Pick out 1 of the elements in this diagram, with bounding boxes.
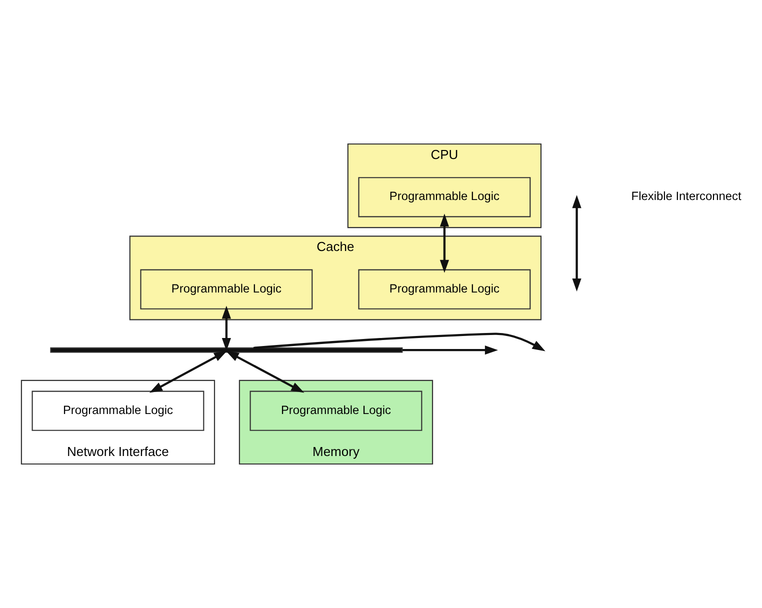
legend-label: Flexible Interconnect [631,189,742,204]
